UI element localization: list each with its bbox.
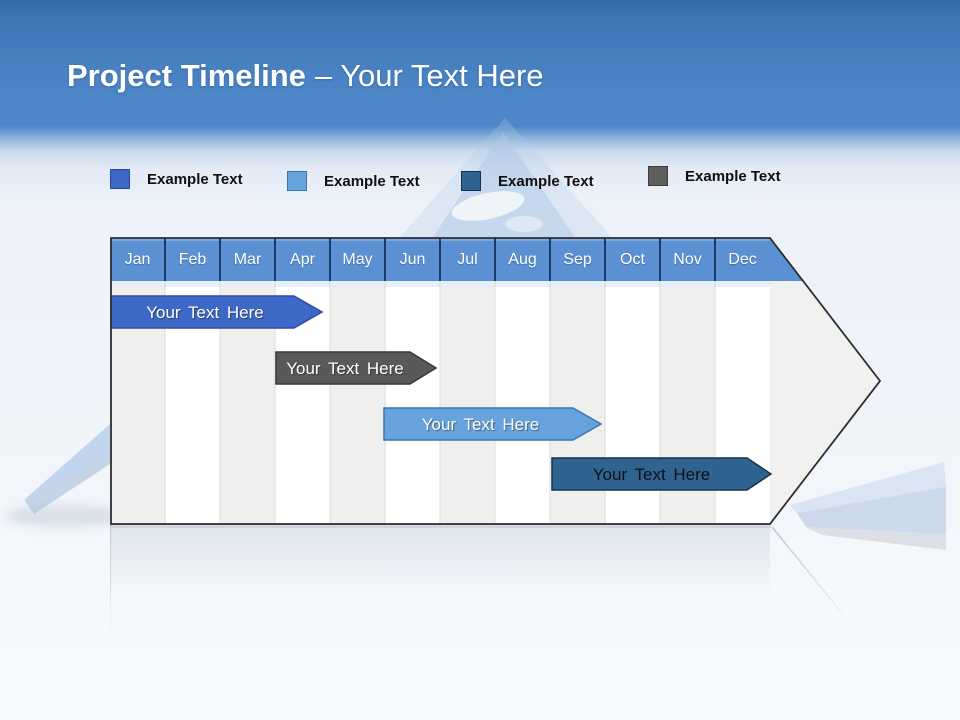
legend-label: Example Text bbox=[147, 170, 243, 188]
task-bar-label: Your Text Here bbox=[592, 465, 711, 484]
month-label: Apr bbox=[290, 251, 315, 268]
column-gridlines bbox=[164, 281, 716, 524]
month-header-labels: Jan Feb Mar Apr May Jun Jul Aug Sep Oct … bbox=[110, 237, 770, 281]
task-bar-2 bbox=[275, 351, 438, 385]
table-reflection bbox=[110, 526, 770, 608]
legend-label: Example Text bbox=[324, 172, 420, 190]
task-bar-label: Your Text Here bbox=[286, 359, 404, 378]
legend-item: Example Text bbox=[287, 171, 420, 191]
watermark-left-wing-shadow bbox=[5, 505, 125, 527]
arrow-body bbox=[111, 238, 880, 524]
month-label: Jan bbox=[124, 251, 151, 268]
legend-swatch-gray bbox=[648, 166, 668, 186]
month-label: Feb bbox=[178, 251, 207, 268]
legend-swatch-steel-blue bbox=[461, 171, 481, 191]
arrow-outline bbox=[110, 237, 882, 525]
month-label: May bbox=[342, 251, 373, 268]
month-label: Nov bbox=[673, 251, 702, 268]
watermark-body-halo bbox=[400, 118, 612, 237]
month-label: Jun bbox=[399, 251, 426, 268]
title-secondary: – Your Text Here bbox=[314, 58, 544, 93]
legend-item: Example Text bbox=[648, 166, 781, 186]
month-columns bbox=[111, 281, 770, 524]
legend-label: Example Text bbox=[498, 172, 594, 190]
month-label: Jul bbox=[457, 251, 478, 268]
watermark-right-wing-edge bbox=[806, 527, 946, 550]
task-bar-label: Your Text Here bbox=[421, 415, 540, 434]
watermark-body bbox=[433, 132, 575, 237]
watermark-left-wing bbox=[24, 424, 110, 500]
watermark-left-wing-edge bbox=[24, 452, 110, 514]
arrow-edge-reflection bbox=[771, 526, 851, 624]
task-bar-4 bbox=[551, 457, 773, 491]
legend-item: Example Text bbox=[110, 169, 243, 189]
legend-label: Example Text bbox=[685, 167, 781, 185]
month-label: Mar bbox=[233, 251, 262, 268]
watermark-right-wing bbox=[797, 487, 946, 534]
watermark-fold bbox=[451, 191, 525, 221]
header-separators bbox=[164, 238, 716, 281]
table-bottom-shadow bbox=[110, 524, 771, 528]
table-edge-reflection bbox=[110, 525, 112, 637]
watermark-fold-small bbox=[505, 216, 543, 232]
month-label: Dec bbox=[728, 251, 757, 268]
page-title: Project Timeline– Your Text Here bbox=[67, 58, 544, 94]
legend-swatch-light-blue bbox=[287, 171, 307, 191]
legend-item: Example Text bbox=[461, 171, 594, 191]
task-bar-label: Your Text Here bbox=[146, 303, 264, 322]
month-label: Aug bbox=[508, 251, 537, 268]
task-bar-1 bbox=[110, 295, 324, 329]
month-label: Oct bbox=[620, 251, 645, 268]
watermark-right-wing-top bbox=[790, 462, 946, 513]
legend-swatch-blue bbox=[110, 169, 130, 189]
title-primary: Project Timeline bbox=[67, 58, 306, 93]
timeline-chart: Jan Feb Mar Apr May Jun Jul Aug Sep Oct … bbox=[110, 237, 882, 525]
task-bar-3 bbox=[383, 407, 603, 441]
timeline-arrow-shape bbox=[110, 237, 882, 525]
month-label: Sep bbox=[563, 251, 592, 268]
month-header bbox=[111, 238, 803, 281]
